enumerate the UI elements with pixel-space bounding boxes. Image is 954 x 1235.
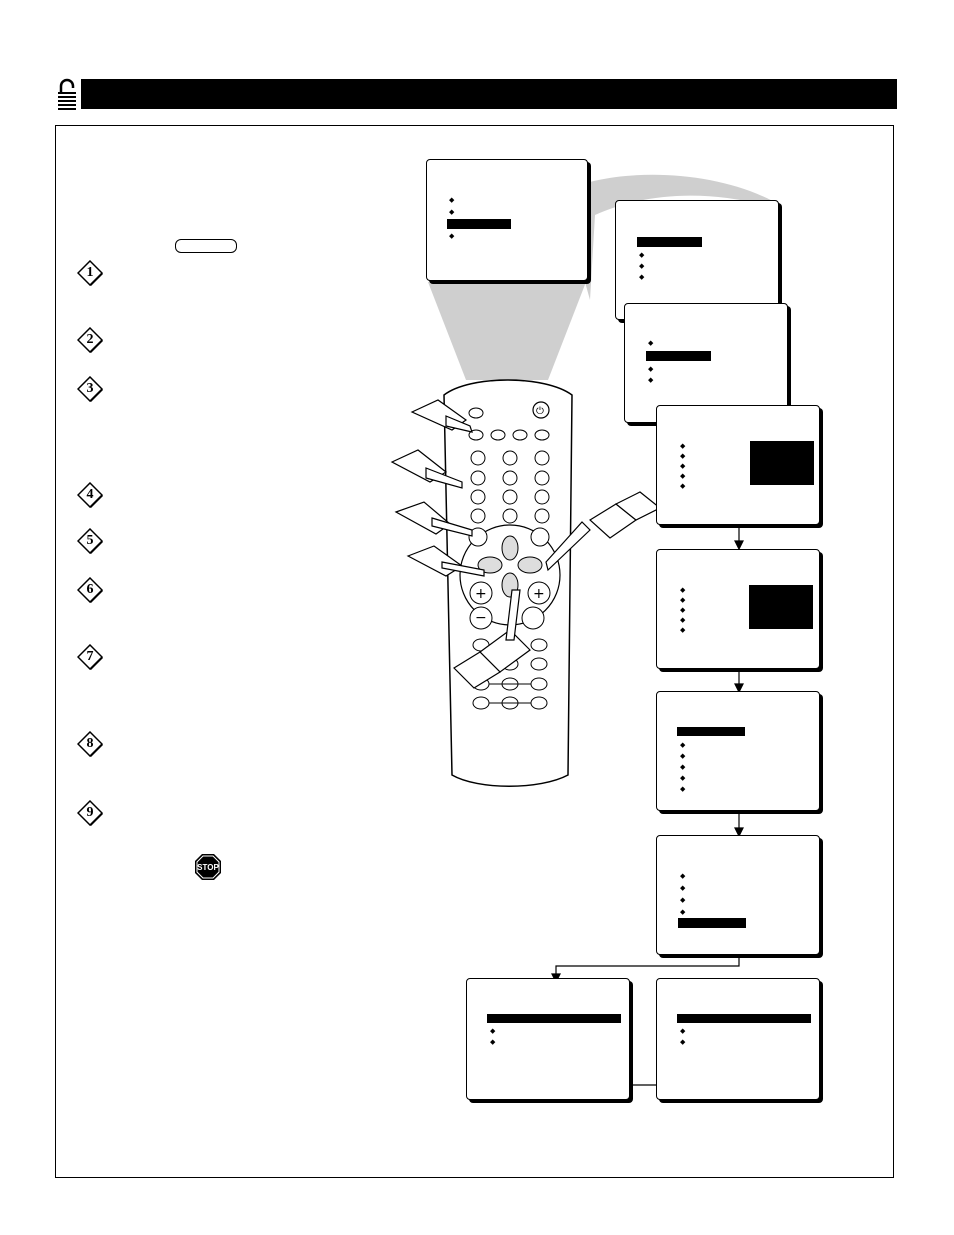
menu-highlight <box>447 219 511 229</box>
svg-text:+: + <box>475 586 487 602</box>
menu-screen-1: ◆ ◆ ◆ <box>426 159 588 281</box>
svg-text:⏻: ⏻ <box>536 406 544 417</box>
menu-highlight <box>677 727 745 736</box>
menu-highlight <box>677 1014 811 1023</box>
tv-beam <box>428 282 586 380</box>
stop-label: STOP <box>197 862 219 872</box>
title-bar <box>81 79 897 109</box>
step-9: 9 <box>76 799 104 827</box>
step-8: 8 <box>76 730 104 758</box>
stop-sign-icon: STOP <box>194 853 222 881</box>
step-number: 3 <box>86 381 94 396</box>
step-number: 6 <box>86 582 94 597</box>
pointing-hands <box>390 399 662 689</box>
step-number: 8 <box>86 736 94 751</box>
menu-screen-6: ◆ ◆ ◆ ◆ ◆ <box>656 691 820 811</box>
menu-screen-7: ◆ ◆ ◆ ◆ <box>656 835 820 955</box>
menu-screen-8: ◆ ◆ <box>466 978 630 1100</box>
step-5: 5 <box>76 527 104 555</box>
remote-control: ⏻ + + − <box>443 379 573 787</box>
menu-highlight <box>637 237 702 247</box>
step-number: 9 <box>86 805 94 820</box>
content-frame <box>55 125 894 1178</box>
svg-text:+: + <box>533 586 545 602</box>
step-number: 4 <box>86 487 94 502</box>
button-pill <box>175 239 237 253</box>
svg-text:−: − <box>475 610 487 626</box>
menu-screen-4: ◆ ◆ ◆ ◆ ◆ <box>656 405 820 525</box>
step-2: 2 <box>76 326 104 354</box>
menu-screen-5: ◆ ◆ ◆ ◆ ◆ <box>656 549 820 669</box>
menu-highlight <box>646 351 711 361</box>
step-4: 4 <box>76 481 104 509</box>
step-7: 7 <box>76 643 104 671</box>
step-number: 2 <box>86 332 94 347</box>
step-1: 1 <box>76 259 104 287</box>
step-6: 6 <box>76 576 104 604</box>
step-3: 3 <box>76 375 104 403</box>
preview-box <box>749 585 813 629</box>
lock-icon <box>58 78 76 110</box>
menu-highlight <box>487 1014 621 1023</box>
preview-box <box>750 441 814 485</box>
step-number: 5 <box>86 533 94 548</box>
step-number: 7 <box>86 649 94 664</box>
power-button[interactable] <box>532 401 550 419</box>
step-number: 1 <box>86 265 94 280</box>
menu-screen-9: ◆ ◆ <box>656 978 820 1100</box>
menu-highlight <box>678 918 746 928</box>
menu-screen-2: ◆ ◆ ◆ <box>615 200 779 320</box>
